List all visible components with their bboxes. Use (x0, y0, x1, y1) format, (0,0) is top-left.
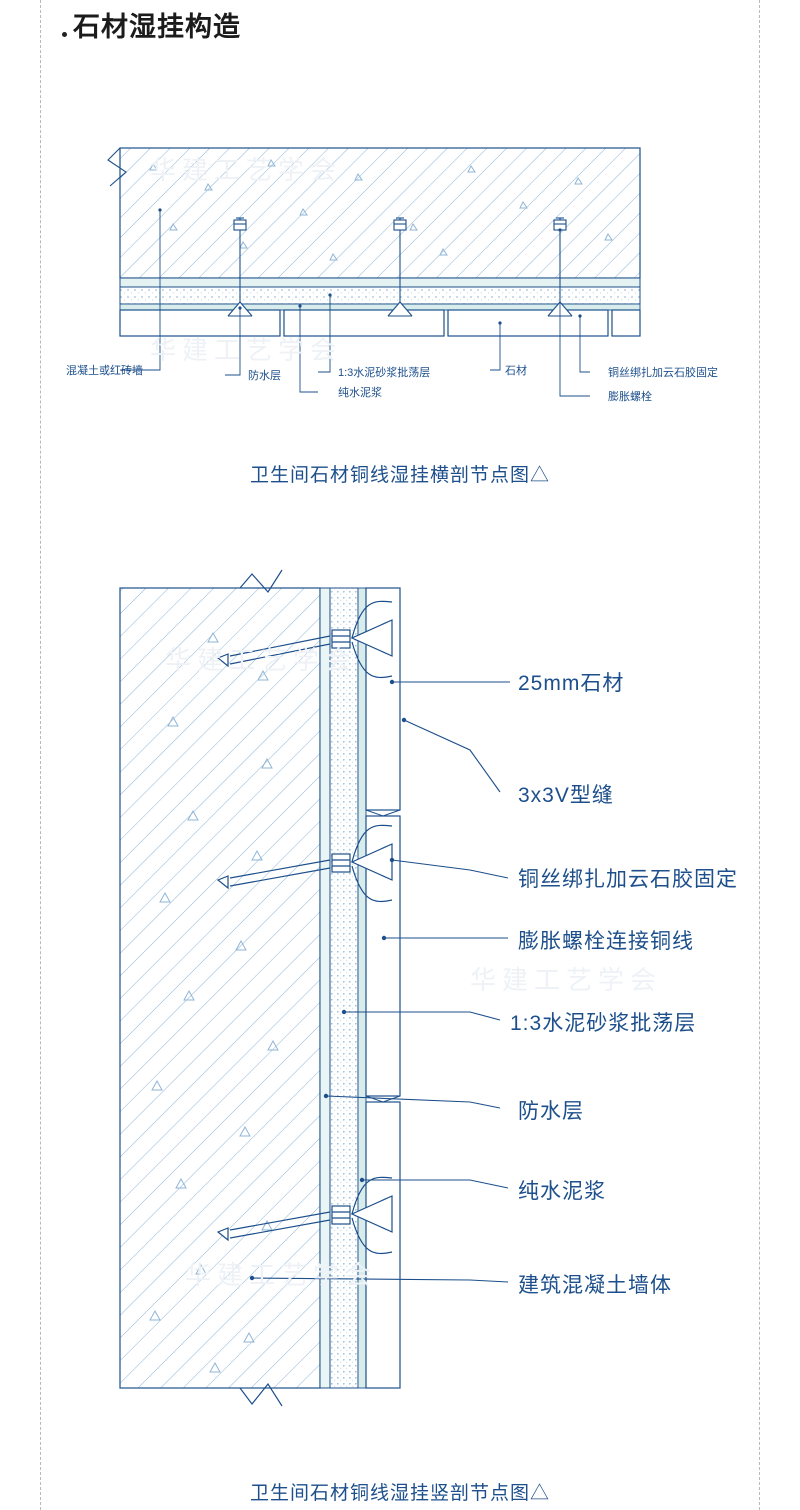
label-v-7: 纯水泥浆 (518, 1180, 606, 1203)
title-text: 石材湿挂构造 (73, 12, 241, 42)
label-v-5: 1:3水泥砂浆批荡层 (510, 1012, 696, 1035)
caption-vertical: 卫生间石材铜线湿挂竖剖节点图△ (249, 1483, 550, 1504)
label-h-7: 膨胀螺栓 (608, 389, 652, 403)
label-v-4: 膨胀螺栓连接铜线 (518, 930, 694, 953)
label-v-2: 3x3V型缝 (518, 784, 614, 807)
dashed-rail-left (40, 0, 41, 1510)
label-v-1: 25mm石材 (518, 672, 624, 695)
label-h-2: 防水层 (248, 368, 281, 382)
label-h-4: 纯水泥浆 (338, 385, 382, 399)
label-v-6: 防水层 (518, 1100, 584, 1123)
vertical-section-drawing: 25mm石材 3x3V型缝 铜丝绑扎加云石胶固定 膨胀螺栓连接铜线 1:3水泥砂… (119, 569, 738, 1407)
dashed-rail-right (759, 0, 760, 1510)
label-h-3: 1:3水泥砂浆批荡层 (338, 365, 430, 379)
title-bullet-icon (62, 32, 67, 37)
label-h-5: 石材 (505, 363, 527, 377)
label-h-1: 混凝土或红砖墙 (66, 363, 143, 377)
horizontal-section-drawing: 混凝土或红砖墙 防水层 1:3水泥砂浆批荡层 纯水泥浆 石材 铜丝绑扎加云石胶固… (66, 147, 718, 403)
label-v-3: 铜丝绑扎加云石胶固定 (518, 868, 738, 891)
page-title: 石材湿挂构造 (62, 14, 241, 41)
label-v-8: 建筑混凝土墙体 (518, 1274, 672, 1297)
caption-horizontal: 卫生间石材铜线湿挂横剖节点图△ (249, 465, 550, 486)
label-h-6: 铜丝绑扎加云石胶固定 (608, 365, 718, 379)
